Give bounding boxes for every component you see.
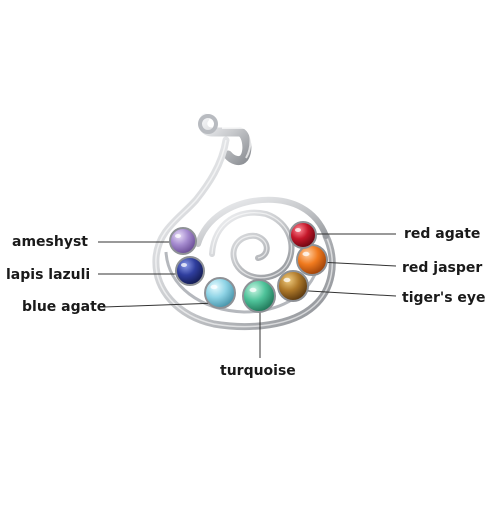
label-red-jasper: red jasper <box>402 260 483 276</box>
tigers-eye-stone <box>277 270 309 302</box>
leader-tigers-eye <box>291 289 397 297</box>
leader-red-jasper <box>317 261 397 267</box>
red-agate-stone <box>289 221 317 249</box>
blue-agate-stone <box>204 277 236 309</box>
amethyst-stone <box>169 227 197 255</box>
label-tigers-eye: tiger's eye <box>402 290 486 306</box>
label-turquoise: turquoise <box>220 363 296 379</box>
turquoise-stone <box>242 279 276 313</box>
lapis-lazuli-stone <box>175 256 205 286</box>
label-red-agate: red agate <box>404 226 481 242</box>
label-blue-agate: blue agate <box>22 299 107 315</box>
label-lapis-lazuli: lapis lazuli <box>6 267 91 283</box>
red-jasper-stone <box>296 244 328 276</box>
label-amethyst: ameshyst <box>12 234 88 250</box>
leader-blue-agate <box>103 302 219 308</box>
stones <box>169 221 328 313</box>
bail <box>198 113 252 166</box>
pendant-frame <box>152 136 336 331</box>
